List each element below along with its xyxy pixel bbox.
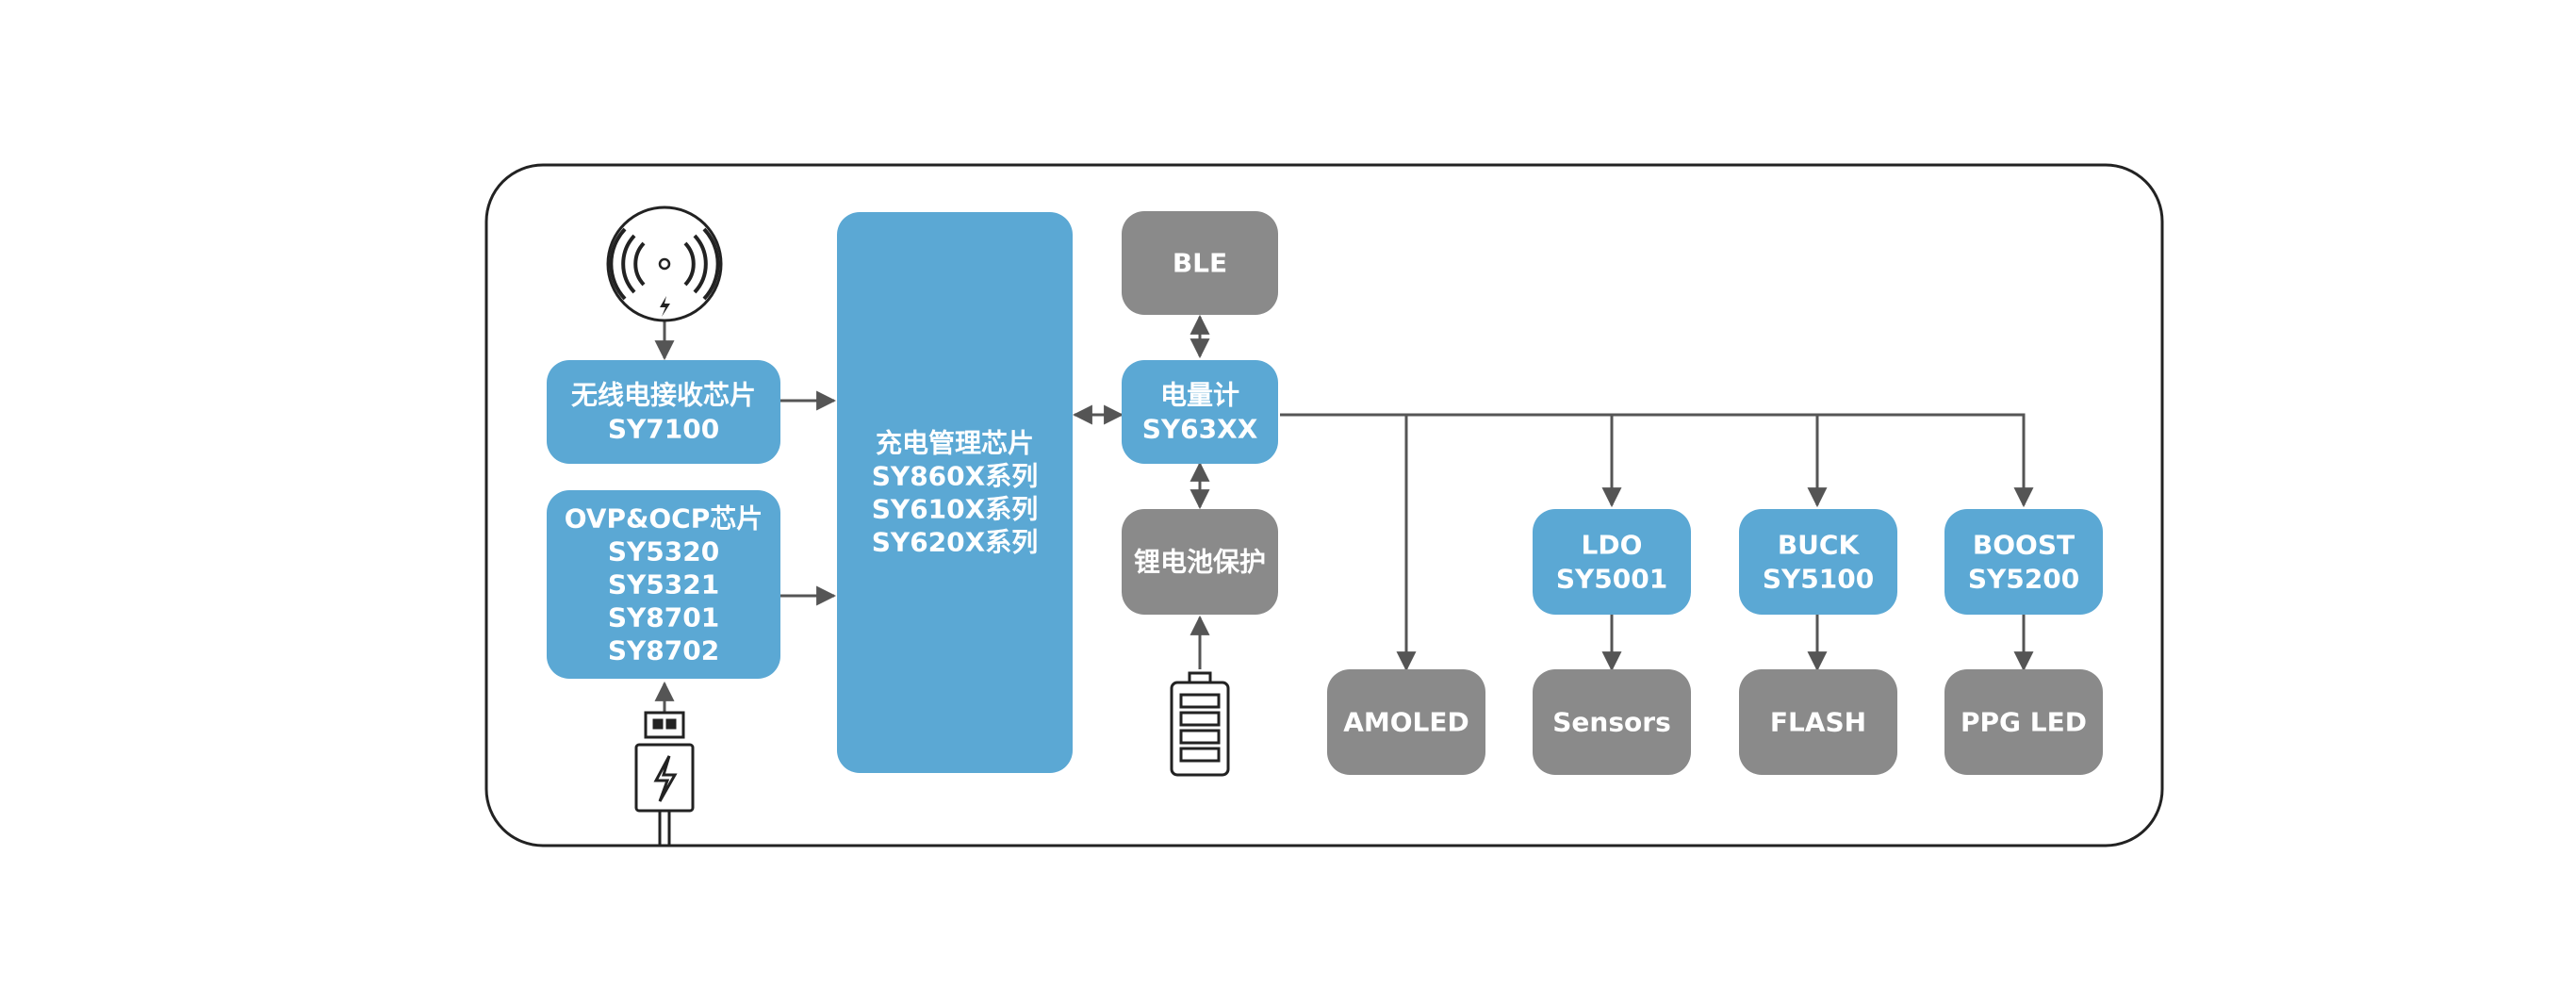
sensors-label-line: Sensors [1552, 707, 1670, 738]
buck-label-line: SY5100 [1763, 564, 1874, 595]
charger-label-line: SY620X系列 [872, 527, 1038, 558]
boost-label-line: BOOST [1973, 530, 2075, 561]
ldo-label-line: SY5001 [1556, 564, 1667, 595]
wireless-rx-label-line: 无线电接收芯片 [571, 380, 756, 411]
battery-icon [1170, 671, 1230, 777]
outer-frame [484, 163, 2164, 847]
sensors-block: Sensors [1533, 669, 1691, 775]
fuel-gauge-box [1122, 360, 1278, 464]
amoled-block: AMOLED [1327, 669, 1485, 775]
blocks: 无线电接收芯片SY7100OVP&OCP芯片SY5320SY5321SY8701… [547, 211, 2103, 775]
ovp-ocp-label-line: OVP&OCP芯片 [565, 503, 763, 535]
ppg-led-box [1944, 669, 2103, 775]
flash-label-line: FLASH [1770, 707, 1866, 738]
charger-label-line: SY610X系列 [872, 494, 1038, 525]
amoled-label-line: AMOLED [1343, 707, 1469, 738]
boost-box [1944, 509, 2103, 615]
fuel-gauge-label-line: 电量计 [1160, 380, 1239, 411]
ovp-ocp-label-line: SY8702 [608, 635, 719, 666]
ldo-box [1533, 509, 1691, 615]
ovp-ocp-box [547, 490, 780, 679]
amoled-box [1327, 669, 1485, 775]
buck-label-line: BUCK [1778, 530, 1861, 561]
ldo-label-line: LDO [1582, 530, 1643, 561]
usb-plug-icon [634, 711, 695, 846]
sensors-box [1533, 669, 1691, 775]
wireless-rx-label-line: SY7100 [608, 414, 719, 445]
ble-label-line: BLE [1173, 248, 1227, 279]
battery-protect-label-line: 锂电池保护 [1134, 547, 1266, 578]
boost-label-line: SY5200 [1968, 564, 2079, 595]
ppg-led-label-line: PPG LED [1961, 707, 2087, 738]
fuel-gauge-label-line: SY63XX [1142, 414, 1258, 445]
ppg-led-block: PPG LED [1944, 669, 2103, 775]
charger-box [837, 212, 1073, 773]
ovp-ocp-label-line: SY8701 [608, 602, 719, 633]
flash-block: FLASH [1739, 669, 1897, 775]
charger-label-line: SY860X系列 [872, 461, 1038, 492]
buck-box [1739, 509, 1897, 615]
ble-box [1122, 211, 1278, 315]
ble-block: BLE [1122, 211, 1278, 315]
charger-label-line: 充电管理芯片 [876, 428, 1034, 459]
flash-box [1739, 669, 1897, 775]
connectors [654, 314, 2034, 712]
battery-protect-block: 锂电池保护 [1122, 509, 1278, 615]
wireless-rx-box [547, 360, 780, 464]
ovp-ocp-label-line: SY5321 [608, 569, 719, 600]
battery-protect-box [1122, 509, 1278, 615]
wireless-charging-icon [606, 206, 723, 322]
power-bus-line [1280, 413, 2034, 508]
ovp-ocp-label-line: SY5320 [608, 536, 719, 568]
